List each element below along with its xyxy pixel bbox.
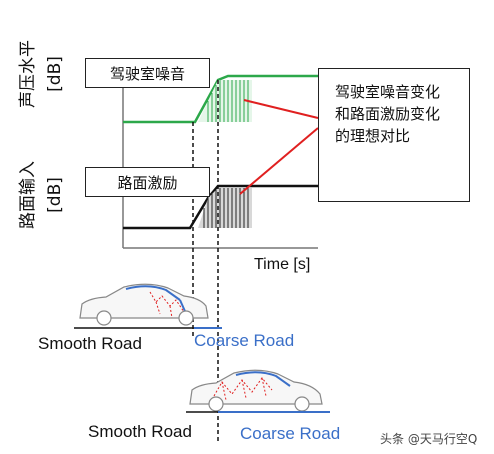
watermark: 头条 @天马行空Q (380, 432, 478, 446)
smooth-road-label-1: Smooth Road (38, 334, 142, 353)
road-excitation-label-box: 路面激励 (85, 167, 210, 197)
upper-y-unit: [dB] (45, 56, 65, 92)
comparison-label-box: 驾驶室噪音变化和路面激励变化的理想对比 (318, 68, 470, 202)
callout-line-lower (239, 127, 319, 195)
car-illustration-1 (79, 283, 209, 326)
cabin-noise-label-box: 驾驶室噪音 (85, 58, 210, 88)
car-illustration-2 (189, 369, 323, 412)
lower-y-label: 路面输入 (18, 161, 38, 229)
callout-line-upper (243, 99, 319, 119)
road-excitation-hatch-lines (203, 188, 249, 228)
upper-y-label: 声压水平 (18, 40, 38, 108)
coarse-road-label-2: Coarse Road (240, 424, 341, 443)
lower-y-unit: [dB] (45, 177, 65, 213)
x-axis-label: Time [s] (254, 256, 311, 273)
coarse-road-label-1: Coarse Road (194, 331, 295, 350)
smooth-road-label-2: Smooth Road (88, 422, 192, 441)
